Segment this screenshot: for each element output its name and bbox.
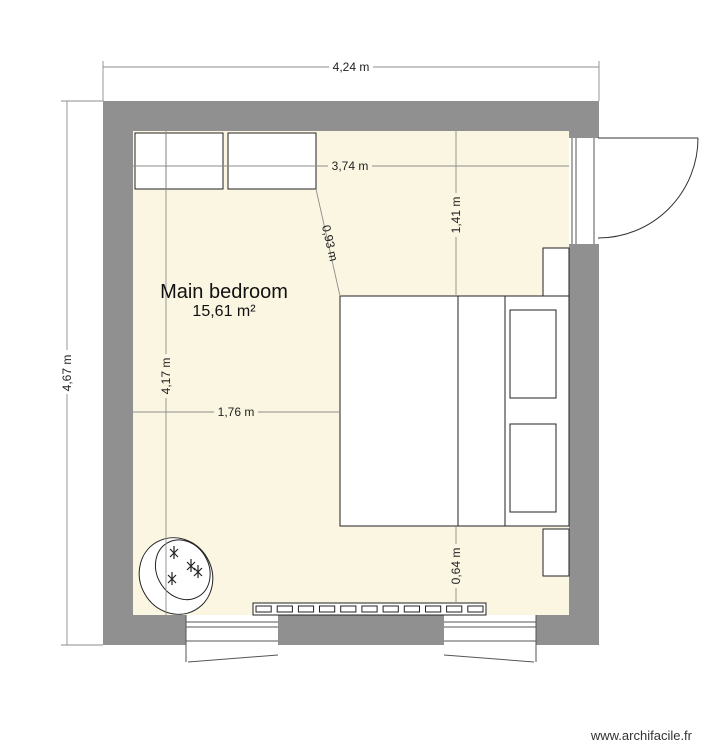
watermark: www.archifacile.fr [590, 728, 693, 743]
armchair [138, 537, 214, 615]
radiator-fin [319, 605, 336, 613]
radiator-fin [297, 605, 315, 613]
dim-right-top: 1,41 m [449, 197, 463, 234]
radiator-fin [340, 605, 357, 613]
radiator-fin [276, 605, 293, 613]
door-swing-arc [597, 137, 699, 239]
dim-outer-width: 4,24 m [333, 60, 370, 74]
nightstand-top [542, 247, 570, 297]
dim-bottom-gap: 0,64 m [449, 548, 463, 585]
radiator-fin [361, 605, 378, 613]
radiator-fin [467, 605, 484, 613]
dim-outer-height: 4,67 m [60, 355, 74, 392]
radiator-fin [382, 605, 399, 613]
radiator-fin [403, 605, 420, 613]
dim-inner-height: 4,17 m [159, 358, 173, 395]
wardrobe-left [134, 132, 224, 190]
window-left [185, 615, 279, 663]
wardrobe-right [227, 132, 317, 190]
dim-left-to-bed: 1,76 m [218, 405, 255, 419]
armchair-stitches [167, 546, 203, 585]
nightstand-bottom [542, 528, 570, 577]
room-name: Main bedroom [160, 281, 288, 303]
radiator-fin [425, 605, 442, 613]
pillow-bottom [509, 423, 557, 513]
pillow-top [509, 309, 557, 399]
room-area: 15,61 m² [192, 303, 256, 320]
dim-inner-width: 3,74 m [332, 159, 369, 173]
radiator-fin [255, 605, 272, 613]
radiator-fin [446, 605, 463, 613]
window-right [443, 615, 537, 663]
radiator [252, 602, 487, 616]
